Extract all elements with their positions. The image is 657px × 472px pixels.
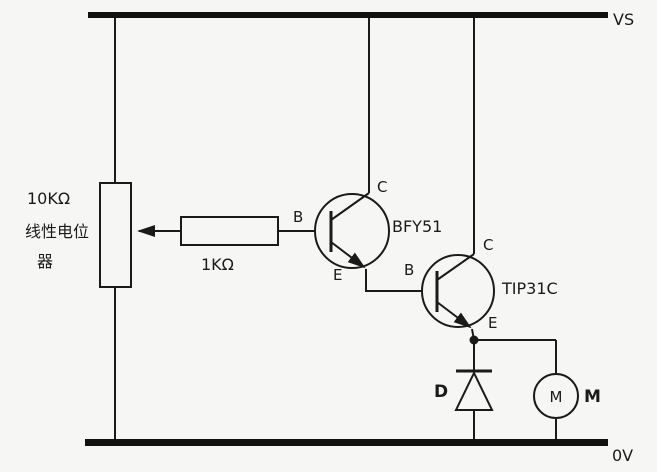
potentiometer-desc-line1: 线性电位 (25, 222, 89, 241)
tip31c-name-label: TIP31C (501, 279, 558, 298)
transistor-tip31c-collector-line (436, 253, 475, 281)
motor-label: M (584, 387, 601, 407)
potentiometer-body (99, 182, 132, 288)
diode-label: D (434, 382, 448, 402)
bfy51-collector-pin-label: C (377, 178, 387, 196)
vs-rail-label: VS (613, 10, 634, 29)
tip31c-collector-pin-label: C (483, 236, 493, 254)
diode-triangle (454, 370, 494, 411)
top-rail-vs (88, 12, 608, 18)
bfy51-emitter-pin-label: E (333, 266, 342, 284)
resistor-body (180, 216, 279, 246)
zero-volt-rail-label: 0V (612, 446, 633, 465)
tip31c-emitter-pin-label: E (488, 314, 497, 332)
potentiometer-value-label: 10KΩ (27, 189, 70, 208)
motor-symbol: M (550, 388, 563, 406)
wire-bfy51-emitter-to-tip31c-base (365, 269, 437, 292)
tip31c-base-pin-label: B (404, 261, 414, 279)
bfy51-base-pin-label: B (293, 208, 303, 226)
bottom-rail-0v (85, 439, 608, 446)
transistor-bfy51-collector-line (330, 192, 370, 221)
transistor-tip31c-emitter-arrow (436, 301, 472, 329)
potentiometer-desc-line2: 器 (37, 252, 53, 271)
resistor-value-label: 1KΩ (201, 255, 234, 274)
bfy51-name-label: BFY51 (392, 217, 442, 236)
transistor-bfy51-emitter-arrow (330, 241, 366, 269)
